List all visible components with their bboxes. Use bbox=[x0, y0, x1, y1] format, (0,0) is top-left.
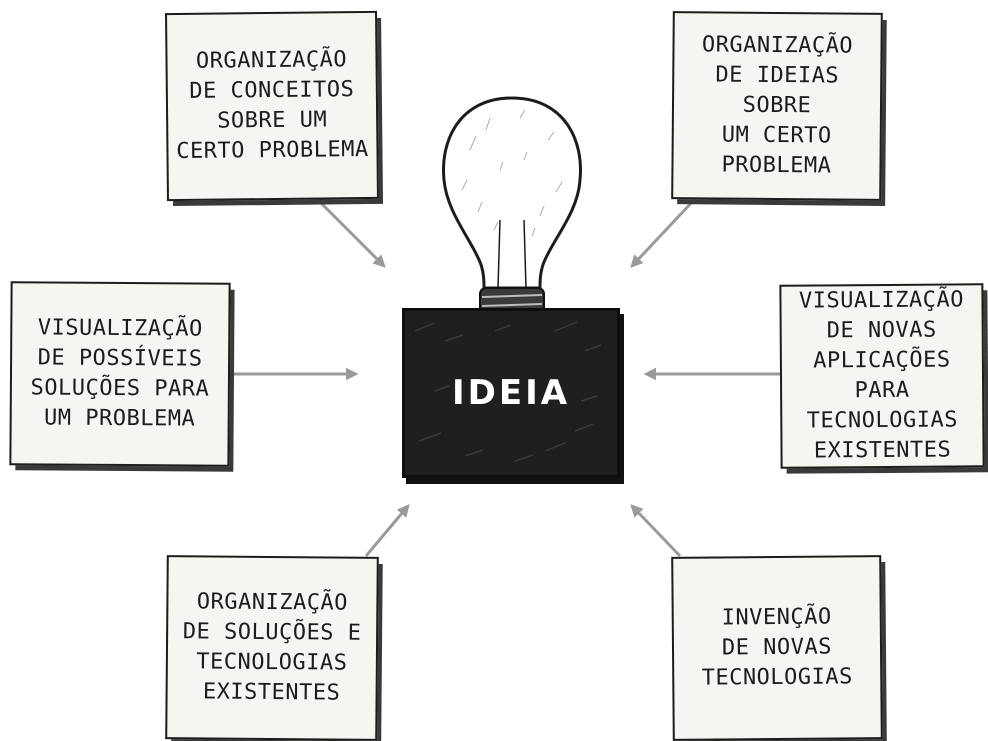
light-bulb-icon bbox=[442, 96, 582, 331]
arrow-top-right bbox=[630, 198, 696, 268]
note-text: VISUALIZAÇÃO DE NOVAS APLICAÇÕES PARA TE… bbox=[798, 287, 965, 464]
arrow-bottom-left bbox=[364, 504, 410, 557]
note-text: VISUALIZAÇÃO DE POSSÍVEIS SOLUÇÕES PARA … bbox=[30, 315, 210, 432]
chalk-texture bbox=[414, 321, 602, 462]
note-organizacao-ideias: ORGANIZAÇÃO DE IDEIAS SOBRE UM CERTO PRO… bbox=[671, 11, 883, 201]
note-text: ORGANIZAÇÃO DE SOLUÇÕES E TECNOLOGIAS EX… bbox=[182, 589, 362, 706]
note-visualizacao-aplicacoes: VISUALIZAÇÃO DE NOVAS APLICAÇÕES PARA TE… bbox=[779, 283, 985, 469]
note-organizacao-conceitos: ORGANIZAÇÃO DE CONCEITOS SOBRE UM CERTO … bbox=[165, 10, 379, 202]
idea-board: IDEIA bbox=[402, 308, 620, 478]
note-organizacao-solucoes: ORGANIZAÇÃO DE SOLUÇÕES E TECNOLOGIAS EX… bbox=[165, 555, 379, 741]
note-text: ORGANIZAÇÃO DE IDEIAS SOBRE UM CERTO PRO… bbox=[701, 32, 854, 179]
idea-label: IDEIA bbox=[451, 373, 571, 413]
note-invencao-tecnologias: INVENÇÃO DE NOVAS TECNOLOGIAS bbox=[671, 555, 883, 741]
note-visualizacao-solucoes: VISUALIZAÇÃO DE POSSÍVEIS SOLUÇÕES PARA … bbox=[9, 281, 231, 467]
note-text: ORGANIZAÇÃO DE CONCEITOS SOBRE UM CERTO … bbox=[176, 47, 369, 165]
arrow-top-left bbox=[316, 198, 386, 268]
note-text: INVENÇÃO DE NOVAS TECNOLOGIAS bbox=[701, 604, 853, 691]
arrow-bottom-right bbox=[630, 504, 682, 558]
